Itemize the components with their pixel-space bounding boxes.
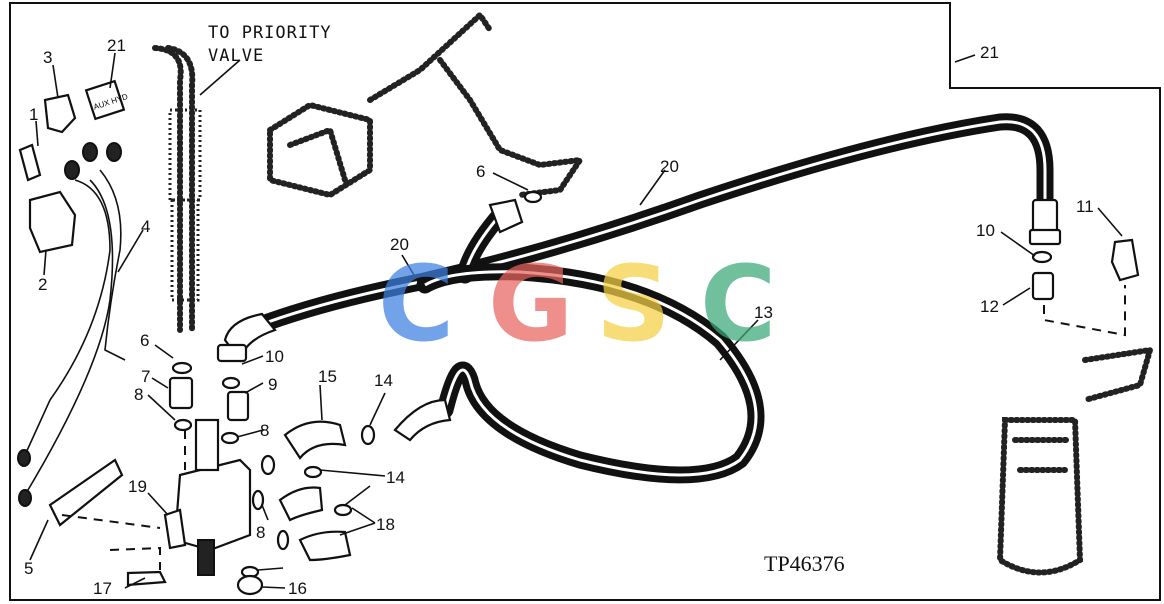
assembly-lines (61, 285, 1126, 570)
callout-20b: 20 (390, 235, 409, 254)
callout-5: 5 (24, 559, 33, 578)
callout-8b: 8 (260, 421, 269, 440)
callout-7: 7 (141, 367, 150, 386)
callout-21a: 21 (107, 36, 126, 55)
callout-1: 1 (29, 105, 38, 124)
callout-8c: 8 (256, 523, 265, 542)
hose-fittings (216, 198, 1062, 442)
small-parts: AUX HYD (17, 79, 1140, 596)
callout-9: 9 (268, 375, 277, 394)
note-to-priority-line2: VALVE (208, 46, 264, 66)
mounting-plate-5 (48, 458, 124, 527)
callout-13: 13 (754, 303, 773, 322)
valve-block (163, 418, 252, 576)
callout-21b: 21 (980, 43, 999, 62)
note-to-priority-line1: TO PRIORITY (208, 23, 332, 43)
watermark-letter-2: G (488, 243, 573, 365)
elbow-fittings-18 (278, 486, 352, 562)
callout-3: 3 (43, 48, 52, 67)
watermark-letter-1: C (378, 243, 454, 365)
callout-15: 15 (318, 367, 337, 386)
figure-code: TP46376 (764, 551, 845, 576)
callout-16: 16 (288, 579, 307, 598)
priority-valve-line-phantom (152, 45, 202, 333)
callout-11: 11 (1076, 197, 1094, 216)
callout-14b: 14 (386, 468, 405, 487)
elbow-fitting-15 (283, 420, 347, 460)
callout-4: 4 (141, 217, 150, 236)
callout-12: 12 (980, 297, 999, 316)
callout-10a: 10 (265, 347, 284, 366)
watermark: C G S C (378, 243, 776, 365)
callout-8a: 8 (134, 385, 143, 404)
callout-2: 2 (38, 275, 47, 294)
callout-20a: 20 (660, 157, 679, 176)
callout-6b: 6 (476, 162, 485, 181)
leader-lines (29, 52, 1123, 589)
callout-14a: 14 (374, 371, 393, 390)
diagram-frame (9, 2, 1161, 601)
callout-19: 19 (128, 477, 147, 496)
watermark-letter-4: C (700, 243, 776, 365)
watermark-letter-3: S (596, 243, 671, 365)
callout-18: 18 (376, 515, 395, 534)
callout-17: 17 (93, 579, 112, 598)
hose-13 (416, 263, 765, 484)
wiring-harness (24, 179, 111, 456)
control-valve-phantom (267, 10, 587, 199)
callout-10b: 10 (976, 221, 995, 240)
filter-phantom (996, 346, 1155, 576)
callout-6a: 6 (140, 331, 149, 350)
callouts: 1 2 3 4 5 6 6 7 8 8 8 9 10 10 11 12 13 1… (24, 36, 1094, 598)
